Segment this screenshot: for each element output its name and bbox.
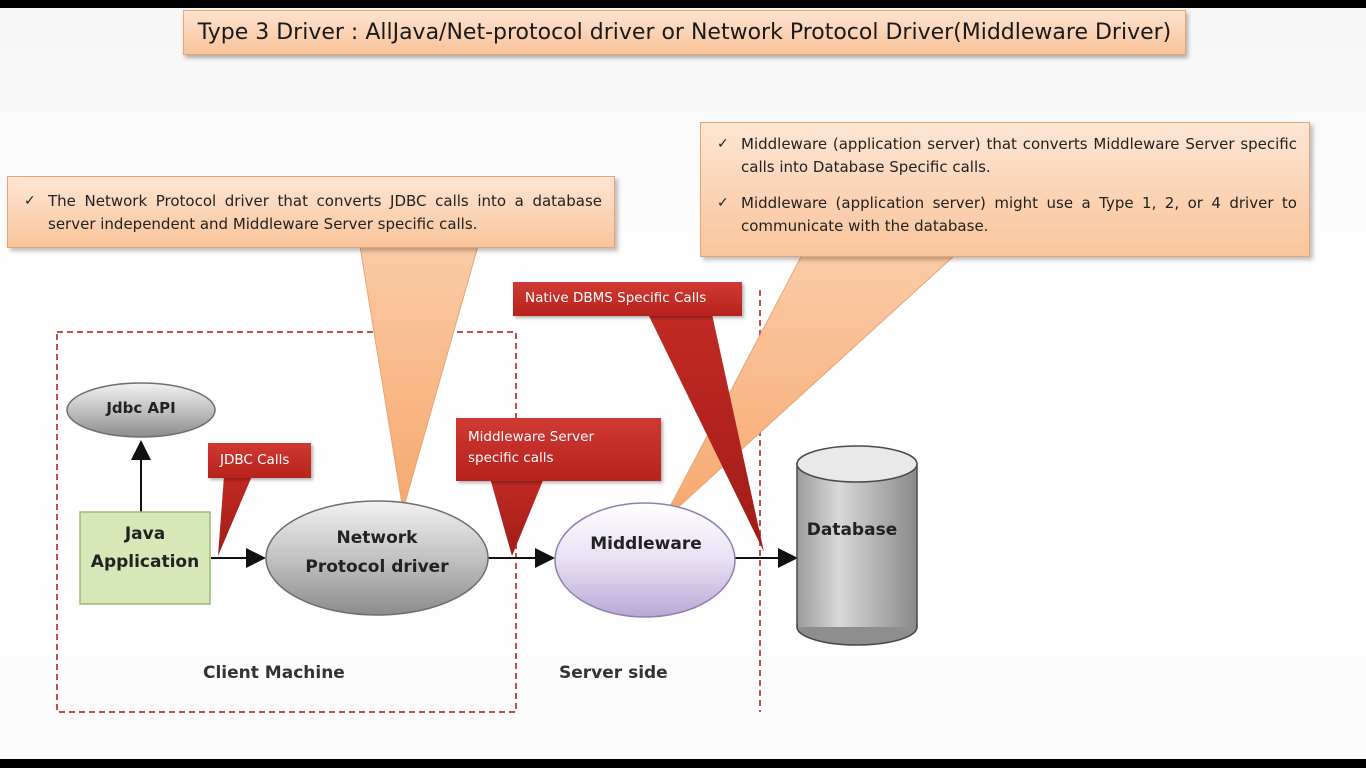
database-label: Database xyxy=(806,520,898,540)
check-icon: ✓ xyxy=(24,193,36,209)
server-callout-text-1: Middleware (application server) that con… xyxy=(741,135,1297,176)
server-side-label: Server side xyxy=(559,663,668,683)
jdbc-calls-tail xyxy=(218,476,252,556)
client-callout: ✓ The Network Protocol driver that conve… xyxy=(7,176,615,248)
java-application-label: Java Application xyxy=(80,520,210,576)
database-node xyxy=(796,445,918,646)
server-callout-item: ✓ Middleware (application server) that c… xyxy=(717,133,1297,179)
network-protocol-driver-node xyxy=(265,500,489,616)
middleware-calls-label: Middleware Server specific calls xyxy=(456,418,661,481)
jdbc-api-node xyxy=(66,382,216,438)
top-bar xyxy=(0,0,1366,8)
jdbc-api-label: Jdbc API xyxy=(106,399,176,417)
client-callout-item: ✓ The Network Protocol driver that conve… xyxy=(24,190,602,236)
client-callout-text: The Network Protocol driver that convert… xyxy=(48,192,602,233)
network-protocol-driver-label-line2: Protocol driver xyxy=(305,557,449,577)
bottom-bar xyxy=(0,759,1366,768)
page-title-text: Type 3 Driver : AllJava/Net-protocol dri… xyxy=(197,20,1172,45)
middleware-node xyxy=(554,502,736,618)
check-icon: ✓ xyxy=(717,195,729,211)
server-callout: ✓ Middleware (application server) that c… xyxy=(700,122,1310,257)
native-calls-label: Native DBMS Specific Calls xyxy=(513,282,742,316)
java-application-label-line2: Application xyxy=(90,552,200,572)
java-application-node xyxy=(79,511,211,605)
page-title: Type 3 Driver : AllJava/Net-protocol dri… xyxy=(183,10,1186,55)
jdbc-calls-text: JDBC Calls xyxy=(220,452,290,468)
middleware-label: Middleware xyxy=(590,534,702,554)
middleware-calls-text-line1: Middleware Server xyxy=(468,429,595,445)
native-calls-tail xyxy=(648,314,764,552)
middleware-calls-text-line2: specific calls xyxy=(468,450,554,466)
client-machine-label: Client Machine xyxy=(203,663,345,683)
jdbc-calls-label: JDBC Calls xyxy=(208,443,311,478)
middleware-calls-tail xyxy=(490,478,544,556)
server-callout-item: ✓ Middleware (application server) might … xyxy=(717,192,1297,238)
java-application-label-line1: Java xyxy=(124,524,166,544)
native-calls-text: Native DBMS Specific Calls xyxy=(525,290,707,306)
network-protocol-driver-label: Network Protocol driver xyxy=(286,524,468,582)
network-protocol-driver-label-line1: Network xyxy=(336,528,418,548)
check-icon: ✓ xyxy=(717,136,729,152)
server-callout-text-2: Middleware (application server) might us… xyxy=(741,194,1297,235)
